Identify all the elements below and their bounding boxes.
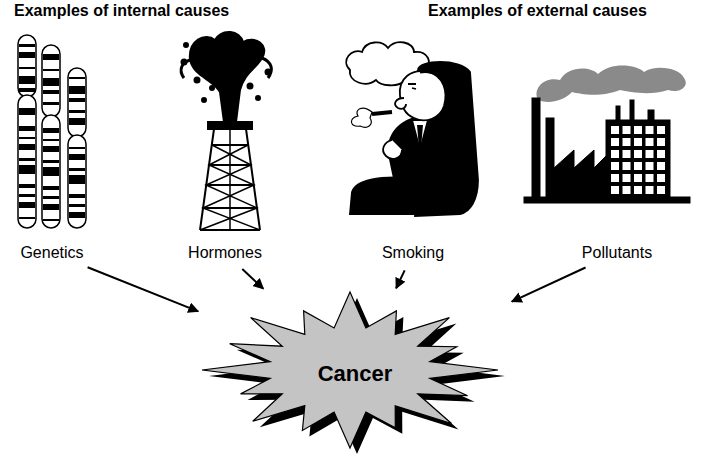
cause-label-node: Smoking (378, 241, 448, 265)
oil-derrick-figure (181, 32, 271, 230)
factory-figure (524, 66, 690, 204)
arrow-connector (396, 270, 405, 288)
cause-label-node: Hormones (184, 241, 266, 265)
smoker-figure (346, 42, 478, 216)
heading-label: Examples of internal causes (14, 2, 229, 20)
chromosome-figure (18, 35, 86, 228)
node-text: Cancer (318, 361, 393, 387)
node-text: Genetics (16, 241, 87, 265)
arrow-connector (88, 267, 199, 311)
node-text: Hormones (184, 241, 266, 265)
cause-label-node: Pollutants (578, 241, 656, 265)
node-text: Pollutants (578, 241, 656, 265)
arrow-connector (512, 268, 586, 302)
node-text: Smoking (378, 241, 448, 265)
starburst-node: Cancer (200, 290, 510, 458)
arrow-connector (242, 269, 263, 289)
heading-label: Examples of external causes (428, 2, 647, 20)
cause-label-node: Genetics (16, 241, 87, 265)
